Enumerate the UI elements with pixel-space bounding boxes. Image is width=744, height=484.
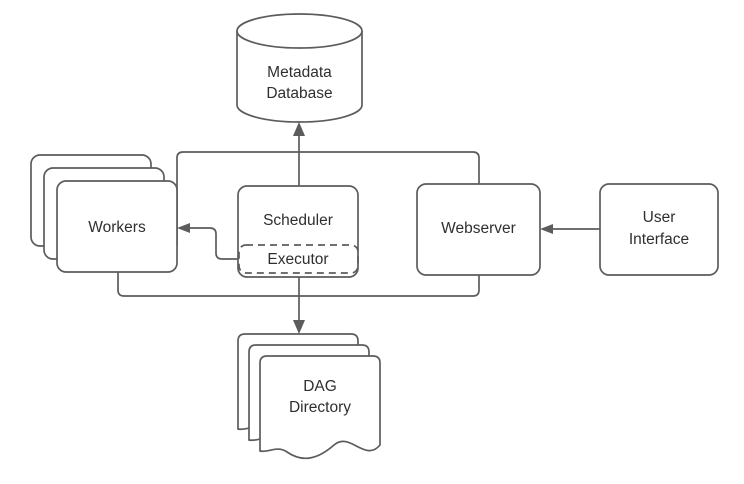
connector-workers-to-metadata-database-bus — [176, 151, 480, 246]
webserver-label: Webserver — [441, 220, 516, 237]
webserver-box — [416, 183, 541, 276]
scheduler-box — [237, 185, 359, 278]
arrowhead-scheduler-to-dag-directory — [293, 320, 305, 334]
metadata-database-label-line-2: Database — [266, 85, 332, 102]
workers-stack-front — [56, 180, 178, 273]
node-user-interface[interactable]: User Interface — [599, 183, 719, 276]
node-workers[interactable]: Workers — [30, 154, 178, 273]
arrowhead-user-interface-to-webserver — [540, 224, 553, 234]
executor-label: Executor — [267, 251, 328, 268]
dag-directory-label-line-2: Directory — [289, 399, 351, 416]
user-interface-label-line-1: User — [643, 209, 676, 226]
workers-label: Workers — [88, 219, 146, 236]
dag-directory-stack-front — [259, 355, 381, 460]
node-scheduler[interactable]: Scheduler Executor — [237, 185, 359, 278]
user-interface-label-line-2: Interface — [629, 231, 689, 248]
executor-box[interactable] — [238, 244, 359, 274]
node-metadata-database[interactable]: Metadata Database — [236, 13, 363, 123]
scheduler-label: Scheduler — [263, 212, 333, 229]
user-interface-box — [599, 183, 719, 276]
metadata-database-label-line-1: Metadata — [267, 64, 332, 81]
metadata-database-body-fill — [237, 31, 362, 122]
connector-executor-to-workers — [189, 227, 239, 260]
arrowhead-executor-to-workers — [177, 223, 190, 233]
metadata-database-top — [236, 13, 363, 49]
dag-directory-label-line-1: DAG — [303, 378, 337, 395]
node-webserver[interactable]: Webserver — [416, 183, 541, 276]
metadata-database-body — [236, 31, 363, 123]
arrowhead-scheduler-to-metadata-database — [293, 122, 305, 136]
node-dag-directory[interactable]: DAG Directory — [237, 333, 381, 460]
